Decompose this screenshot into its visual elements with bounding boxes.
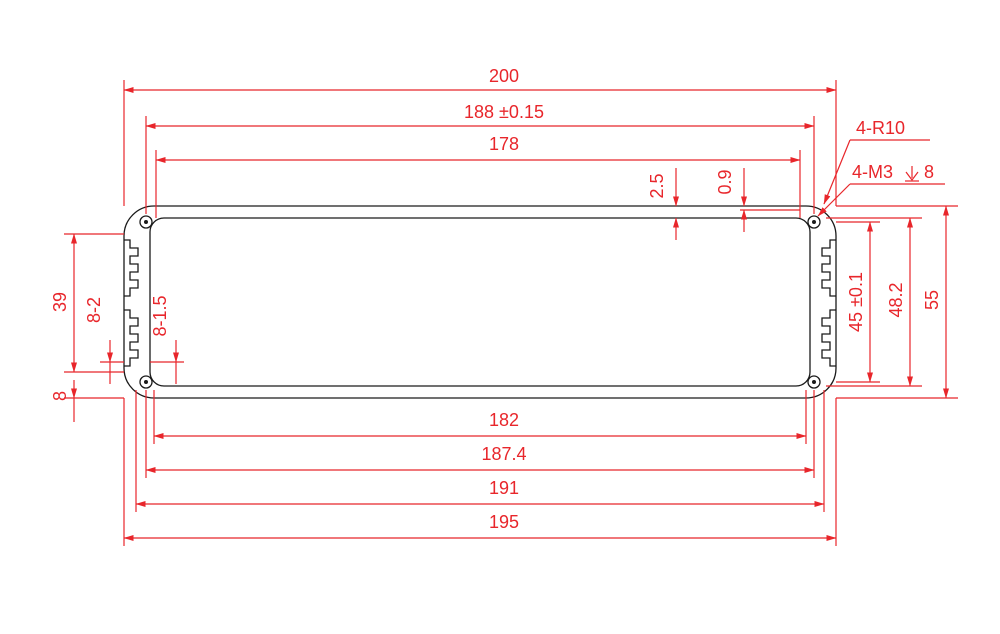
dim-label-188: 188 ±0.15 [464,102,544,122]
dim-label-187-4: 187.4 [481,444,526,464]
dim-label-55: 55 [922,290,942,310]
dim-label-191: 191 [489,478,519,498]
inner-cavity [149,217,811,387]
right-fins [821,239,836,367]
screw-hole-br [812,380,816,384]
dim-label-8-1-5: 8-1.5 [150,295,170,336]
enclosure-profile [123,205,837,399]
dim-label-39: 39 [50,292,70,312]
dim-label-200: 200 [489,66,519,86]
screw-hole-tl [144,220,148,224]
dim-label-0-9: 0.9 [715,169,735,194]
dimension-lines-horizontal [123,87,837,541]
dim-label-48-2: 48.2 [886,282,906,317]
callout-r10: 4-R10 [856,118,905,138]
dim-label-195: 195 [489,512,519,532]
callout-leaders [817,139,945,217]
extension-lines [64,80,958,546]
dim-label-45: 45 ±0.1 [846,272,866,332]
screw-hole-bl [144,380,148,384]
callout-m3: 4-M3 [852,162,893,182]
depth-symbol-icon [905,166,919,182]
dimension-lines-vertical-left [71,233,179,422]
screw-boss-tr [807,215,821,229]
dim-label-2-5: 2.5 [647,173,667,198]
left-fins [124,239,139,367]
screw-boss-bl [139,375,153,389]
dimension-labels: 200 188 ±0.15 178 182 187.4 191 195 2.5 … [50,66,942,532]
callout-depth: 8 [924,162,934,182]
screw-boss-br [807,375,821,389]
outer-outline [123,205,837,399]
dim-label-8-2: 8-2 [84,297,104,323]
dimension-lines-vertical-right [867,205,949,399]
dim-label-178: 178 [489,134,519,154]
screw-boss-tl [139,215,153,229]
screw-hole-tr [812,220,816,224]
dimension-lines-small [673,168,800,240]
dim-label-8: 8 [50,391,70,401]
dim-label-182: 182 [489,410,519,430]
